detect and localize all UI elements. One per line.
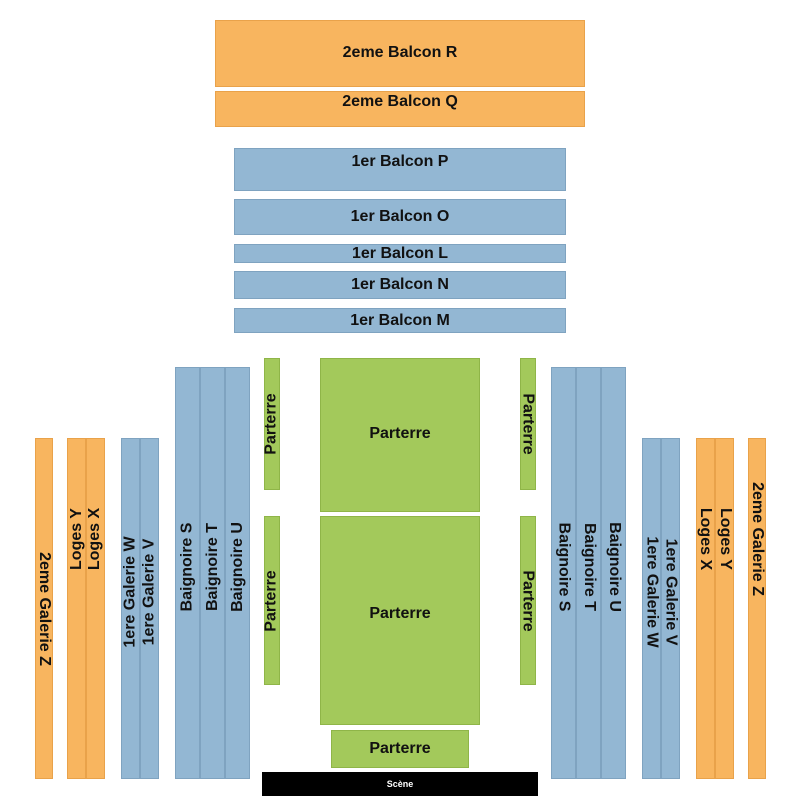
section-center-parterre-middle[interactable]: Parterre [320,516,480,725]
section-left-1ere-galerie-w[interactable]: 1ere Galerie W [121,438,140,779]
section-label: 1er Balcon L [351,244,449,262]
section-left-loges-y[interactable]: Loges Y [67,438,86,779]
section-label: 1ere Galerie V [140,538,158,645]
section-label: Loges Y [716,507,734,570]
section-label: Parterre [263,569,280,632]
section-label: 1ere Galerie W [121,535,139,648]
section-right-1ere-galerie-w[interactable]: 1ere Galerie W [642,438,661,779]
section-right-parterre-top[interactable]: Parterre [520,358,537,490]
section-left-2eme-galerie-z[interactable]: 2eme Galerie Z [35,438,53,779]
section-right-parterre-bottom[interactable]: Parterre [520,516,537,685]
section-label: Baignoire S [555,522,573,611]
section-2eme-balcon-r[interactable]: 2eme Balcon R [215,20,585,87]
section-label: 1ere Galerie V [662,538,680,645]
section-2eme-balcon-q[interactable]: 2eme Balcon Q [215,91,585,127]
section-1er-balcon-n[interactable]: 1er Balcon N [234,271,566,299]
section-left-baignoire-u[interactable]: Baignoire U [225,367,250,779]
section-label: Baignoire U [228,521,246,612]
section-label: Loges Y [67,507,85,570]
section-label: 1er Balcon O [350,208,450,225]
section-label: Parterre [369,605,431,622]
section-label: Loges X [697,507,715,570]
section-label: Loges X [86,507,104,570]
section-label: Parterre [369,740,431,757]
section-right-loges-x[interactable]: Loges X [696,438,715,779]
section-left-baignoire-s[interactable]: Baignoire S [175,367,200,779]
section-1er-balcon-l[interactable]: 1er Balcon L [234,244,566,263]
section-label: 1er Balcon N [351,276,449,293]
section-label: 2eme Balcon Q [342,93,458,110]
section-right-loges-y[interactable]: Loges Y [715,438,734,779]
section-left-baignoire-t[interactable]: Baignoire T [200,367,225,779]
section-label: 1er Balcon M [350,311,450,329]
section-label: 2eme Galerie Z [749,481,766,596]
section-label: 1ere Galerie W [643,535,661,648]
section-label: 2eme Galerie Z [36,551,53,666]
section-label: Baignoire T [580,522,598,611]
section-1er-balcon-o[interactable]: 1er Balcon O [234,199,566,235]
stage: Scène [262,772,538,796]
section-left-loges-x[interactable]: Loges X [86,438,105,779]
section-label: 2eme Balcon R [342,43,458,61]
section-left-1ere-galerie-v[interactable]: 1ere Galerie V [140,438,159,779]
section-label: Parterre [520,569,537,632]
section-right-1ere-galerie-v[interactable]: 1ere Galerie V [661,438,680,779]
section-label: Parterre [369,425,431,442]
section-label: Parterre [263,393,280,455]
section-left-parterre-bottom[interactable]: Parterre [263,516,280,685]
section-label: 1er Balcon P [351,152,449,170]
stage-label: Scène [386,779,414,789]
section-left-parterre-top[interactable]: Parterre [263,358,280,490]
section-label: Baignoire S [178,522,196,611]
section-center-parterre-front[interactable]: Parterre [331,730,469,768]
section-right-baignoire-u[interactable]: Baignoire U [601,367,626,779]
section-center-parterre-top[interactable]: Parterre [320,358,480,512]
section-right-baignoire-t[interactable]: Baignoire T [576,367,601,779]
section-1er-balcon-p[interactable]: 1er Balcon P [234,148,566,191]
section-1er-balcon-m[interactable]: 1er Balcon M [234,308,566,333]
section-label: Baignoire U [605,521,623,612]
section-label: Parterre [520,393,537,455]
section-right-baignoire-s[interactable]: Baignoire S [551,367,576,779]
section-right-2eme-galerie-z[interactable]: 2eme Galerie Z [748,438,766,779]
section-label: Baignoire T [203,522,221,611]
